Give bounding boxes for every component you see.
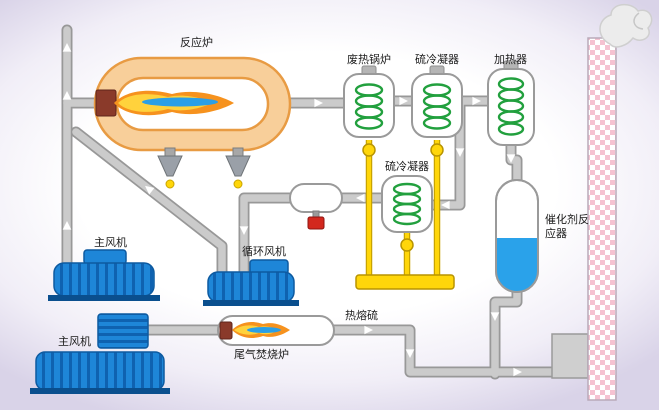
label-sulfur-condenser-mid: 硫冷凝器: [385, 161, 429, 173]
sulfur-condenser-top: [411, 65, 463, 138]
smoke-icon: [599, 3, 653, 48]
label-main-blower-top: 主风机: [94, 237, 127, 249]
heater: [487, 60, 535, 146]
machine-base: [203, 300, 299, 306]
coil-icon: [354, 83, 384, 130]
sulfur-drop-icon: [165, 179, 175, 189]
machine-base: [30, 388, 170, 394]
drain-ball-icon: [430, 143, 444, 157]
drain-ball-icon: [362, 143, 376, 157]
drain-funnel-icon: [225, 147, 251, 177]
valve-icon: [307, 216, 325, 230]
reaction-furnace: [93, 56, 292, 189]
sulfur-separator: [289, 183, 343, 230]
label-waste-heat-boiler: 废热锅炉: [347, 54, 391, 66]
drain-funnel-icon: [157, 147, 183, 177]
label-tail-gas-incinerator: 尾气焚烧炉: [234, 349, 289, 361]
flame-icon: [114, 90, 234, 116]
label-sulfur-condenser-top: 硫冷凝器: [415, 54, 459, 66]
label-heater: 加热器: [494, 54, 527, 66]
catalyst-reactor: [495, 179, 539, 293]
label-catalyst-reactor: 催化剂反应器: [545, 214, 589, 240]
burner-icon: [219, 321, 233, 340]
label-main-blower-bottom: 主风机: [58, 336, 91, 348]
label-reaction-furnace: 反应炉: [180, 37, 213, 49]
chimney: [587, 37, 617, 401]
blower-body: [207, 271, 295, 303]
main-blower-bottom: [30, 313, 170, 394]
liquid-sulfur-lines: [355, 140, 455, 290]
drain-ball-icon: [400, 238, 414, 252]
motor-block: [83, 249, 127, 265]
machine-base: [48, 295, 160, 301]
tail-gas-incinerator: [217, 315, 335, 346]
circulation-blower: [203, 259, 299, 306]
sulfur-header: [355, 274, 455, 290]
sulfur-condenser-mid: [381, 175, 433, 233]
blower-body: [35, 351, 165, 391]
sulfur-drop-icon: [233, 179, 243, 189]
coil-icon: [497, 77, 525, 136]
flame-icon: [232, 322, 290, 338]
label-molten-sulfur: 热熔硫: [345, 310, 378, 322]
blower-body: [53, 262, 155, 297]
motor-block: [97, 313, 149, 349]
waste-heat-boiler: [343, 65, 395, 138]
label-circulation-blower: 循环风机: [242, 246, 286, 258]
flue-gas-unit: [551, 3, 653, 401]
reactor-liquid: [496, 238, 538, 292]
burner-icon: [95, 89, 117, 117]
coil-icon: [422, 83, 452, 130]
coil-icon: [392, 182, 422, 226]
flue-connector: [551, 333, 589, 379]
main-blower-top: [48, 249, 160, 301]
